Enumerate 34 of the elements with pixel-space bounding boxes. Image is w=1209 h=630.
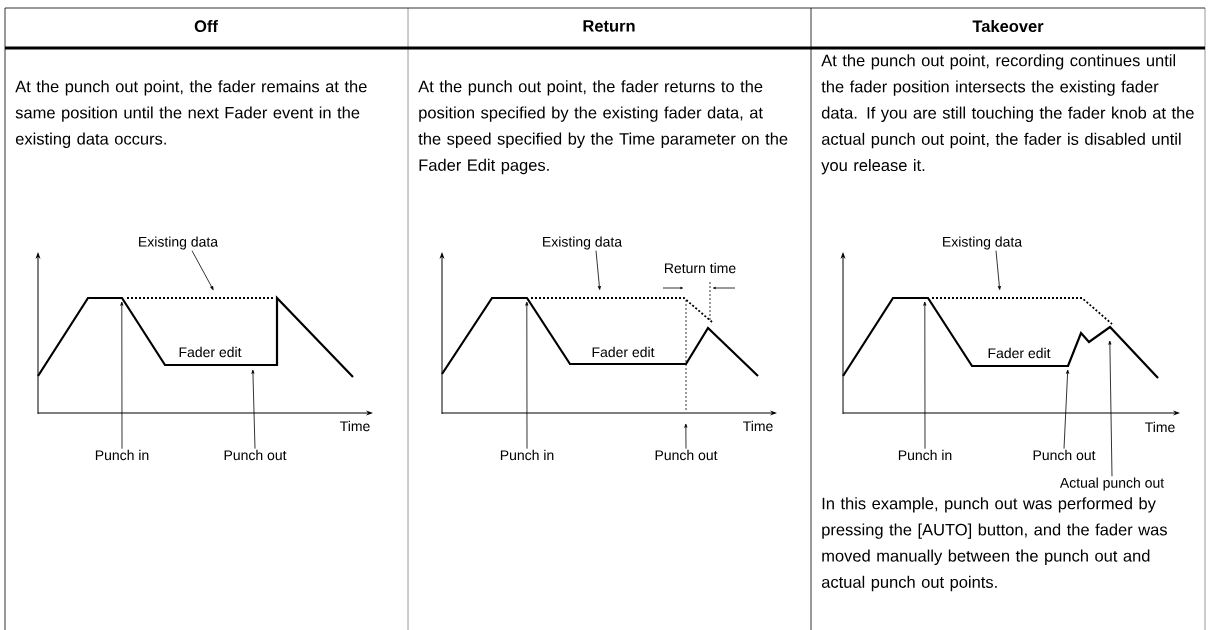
callout-label: Actual punch out (1059, 477, 1165, 491)
callout-label: Punch out (224, 449, 287, 461)
callout-label: Punch out (655, 449, 718, 461)
column-header: Takeover (972, 19, 1044, 33)
callout-label: Punch in (500, 449, 554, 461)
callout-label: Punch in (95, 449, 149, 461)
leader-line (525, 301, 529, 450)
curve-label: Fader edit (592, 346, 655, 358)
fader-graph-drawing (841, 253, 1180, 415)
callout-label: Existing data (943, 236, 1023, 250)
leader-line (251, 369, 256, 450)
column-header: Off (194, 19, 218, 33)
fader-graph-drawing (36, 253, 372, 415)
leader-line (191, 250, 214, 291)
callout-label: Existing data (139, 236, 219, 250)
fader-graph-drawing (440, 253, 776, 415)
callout-label: Existing data (543, 236, 623, 250)
callout-label: Punch in (898, 449, 952, 461)
callout-label: Punch out (1033, 449, 1096, 461)
curve-label: Fader edit (179, 346, 242, 358)
leader-line (120, 301, 124, 450)
paragraph: In this example, punch out was performed by pressing the [AUTO] button, and the fader was moved manually between the punch out and actual punch out points. (821, 497, 1167, 592)
leader-line (1063, 369, 1070, 450)
paragraph: At the punch out point, the fader remains at the same position until the next Fader event in the existing data occurs. (15, 80, 367, 148)
curve-label: Fader edit (988, 347, 1051, 359)
column-header: Return (583, 20, 635, 32)
leader-line (1108, 340, 1113, 477)
leader-line (923, 301, 927, 450)
leader-line (684, 423, 688, 450)
paragraph: At the punch out point, recording continues until the fader position intersects the existing fader data. If you are still touching the fader knob at the actual punch out point, the fader is disabled until you release it. (821, 54, 1194, 175)
leader-line (995, 250, 1001, 290)
dimension-label: Return time (665, 262, 736, 274)
paragraph: At the punch out point, the fader returns to the position specified by the existing fader data, at the speed specified by the Time parameter on the Fader Edit pages. (418, 80, 788, 175)
leader-line (595, 250, 601, 290)
